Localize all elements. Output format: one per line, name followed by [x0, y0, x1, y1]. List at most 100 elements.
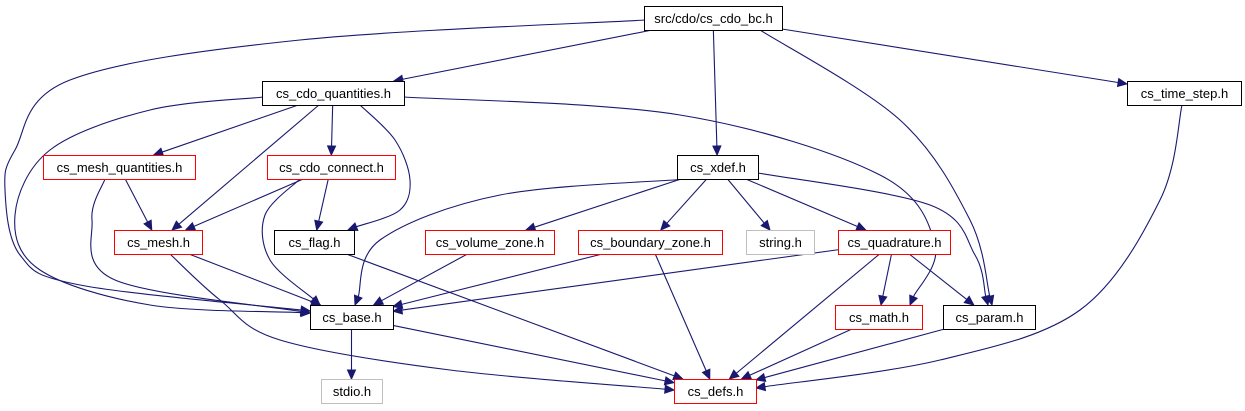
edges-layer — [4, 19, 1183, 394]
edge-arrowhead — [346, 369, 357, 381]
edge-line — [534, 178, 682, 228]
node-box — [838, 230, 951, 255]
node-cs-volume-zone[interactable]: cs_volume_zone.h — [425, 230, 555, 255]
node-cs-cdo-bc[interactable]: src/cdo/cs_cdo_bc.h — [644, 6, 783, 31]
node-cs-time-step[interactable]: cs_time_step.h — [1127, 81, 1242, 106]
edge-cs_quadrature-to-cs_math — [878, 253, 893, 307]
edge-arrowhead — [878, 294, 888, 307]
edge-cs_time_step-to-cs_defs — [754, 104, 1183, 392]
node-cs-xdef[interactable]: cs_xdef.h — [677, 155, 759, 180]
node-cs-defs[interactable]: cs_defs.h — [674, 379, 757, 404]
edge-line — [124, 178, 149, 223]
edge-cs_xdef-to-cs_param — [757, 172, 991, 307]
node-label: cs_math.h — [849, 310, 909, 325]
edge-arrowhead — [754, 381, 767, 392]
edge-line — [712, 29, 718, 147]
edge-cs_mesh-to-cs_defs — [169, 253, 676, 394]
edge-arrowhead — [143, 219, 153, 232]
node-label: src/cdo/cs_cdo_bc.h — [654, 11, 773, 26]
node-box — [262, 81, 405, 106]
edge-cs_xdef-to-cs_base — [353, 178, 689, 307]
node-cs-cdo-quantities[interactable]: cs_cdo_quantities.h — [262, 81, 405, 106]
edge-cs_xdef-to-string — [727, 178, 771, 231]
edge-line — [727, 178, 765, 224]
edge-line — [757, 172, 987, 297]
node-box — [578, 230, 723, 255]
node-box — [310, 305, 394, 330]
node-label: cs_quadrature.h — [848, 235, 942, 250]
node-cs-boundary-zone[interactable]: cs_boundary_zone.h — [578, 230, 723, 255]
edge-line — [745, 178, 858, 227]
node-cs-mesh-quantities[interactable]: cs_mesh_quantities.h — [43, 155, 196, 180]
edge-arrowhead — [664, 384, 676, 394]
node-label: stdio.h — [333, 384, 371, 399]
edge-line — [90, 178, 302, 313]
node-cs-mesh[interactable]: cs_mesh.h — [114, 230, 203, 255]
node-box — [274, 230, 355, 255]
edge-line — [331, 104, 334, 147]
edge-cs_boundary_zone-to-cs_defs — [654, 253, 711, 381]
edge-line — [162, 104, 299, 153]
edge-line — [759, 29, 991, 297]
edge-line — [178, 104, 320, 225]
node-box — [835, 305, 923, 330]
node-string: string.h — [746, 230, 815, 255]
edge-arrowhead — [963, 295, 975, 306]
edge-line — [356, 104, 411, 228]
edge-cs_param-to-cs_defs — [754, 328, 945, 383]
node-box — [267, 155, 396, 180]
edge-cs_xdef-to-cs_volume_zone — [524, 178, 682, 232]
edge-line — [188, 253, 313, 303]
edge-arrowhead — [740, 370, 753, 380]
node-label: cs_xdef.h — [690, 160, 746, 175]
node-label: cs_cdo_connect.h — [279, 160, 384, 175]
node-label: cs_base.h — [322, 310, 381, 325]
edge-line — [261, 178, 314, 300]
node-label: cs_defs.h — [688, 384, 744, 399]
edge-line — [666, 178, 708, 224]
edge-arrowhead — [184, 221, 197, 231]
edge-line — [402, 29, 653, 80]
edge-arrowhead — [152, 147, 165, 157]
edge-line — [749, 328, 853, 376]
edge-arrowhead — [1116, 77, 1129, 88]
node-cs-base[interactable]: cs_base.h — [310, 305, 394, 330]
node-label: cs_time_step.h — [1141, 86, 1228, 101]
edge-cs_base-to-cs_defs — [392, 324, 676, 386]
edge-arrowhead — [299, 306, 312, 317]
node-label: cs_mesh.h — [127, 235, 190, 250]
edge-line — [735, 253, 880, 374]
edge-cs_base-to-stdio — [346, 329, 357, 381]
edge-cs_mesh_quantities-to-cs_base — [90, 178, 312, 317]
edge-line — [392, 324, 666, 382]
edge-line — [781, 28, 1119, 84]
edge-line — [401, 249, 839, 311]
edge-arrowhead — [171, 220, 183, 231]
edge-arrowhead — [346, 222, 359, 232]
node-cs-flag[interactable]: cs_flag.h — [274, 230, 355, 255]
edge-cs_cdo_quantities-to-cs_mesh_quantities — [152, 104, 299, 157]
edge-line — [403, 96, 937, 297]
node-label: cs_flag.h — [288, 235, 340, 250]
edge-cs_flag-to-cs_defs — [346, 253, 684, 381]
node-stdio: stdio.h — [321, 379, 383, 404]
edge-cs_mesh-to-cs_base — [188, 253, 322, 307]
node-box — [425, 230, 555, 255]
node-box — [321, 379, 383, 404]
node-label: cs_boundary_zone.h — [590, 235, 711, 250]
edge-cs_cdo_bc-to-cs_param — [759, 29, 995, 307]
edge-cs_boundary_zone-to-cs_base — [391, 253, 603, 309]
edge-cs_cdo_bc-to-cs_xdef — [712, 29, 722, 157]
edge-line — [882, 253, 893, 297]
node-cs-param[interactable]: cs_param.h — [943, 305, 1036, 330]
node-box — [1127, 81, 1242, 106]
edge-cs_xdef-to-cs_boundary_zone — [659, 178, 708, 231]
edge-arrowhead — [391, 305, 404, 315]
edge-line — [908, 253, 968, 300]
node-cs-math[interactable]: cs_math.h — [835, 305, 923, 330]
edge-cs_volume_zone-to-cs_base — [372, 253, 468, 306]
edge-arrowhead — [326, 145, 337, 157]
node-cs-quadrature[interactable]: cs_quadrature.h — [838, 230, 951, 255]
node-cs-cdo-connect[interactable]: cs_cdo_connect.h — [267, 155, 396, 180]
